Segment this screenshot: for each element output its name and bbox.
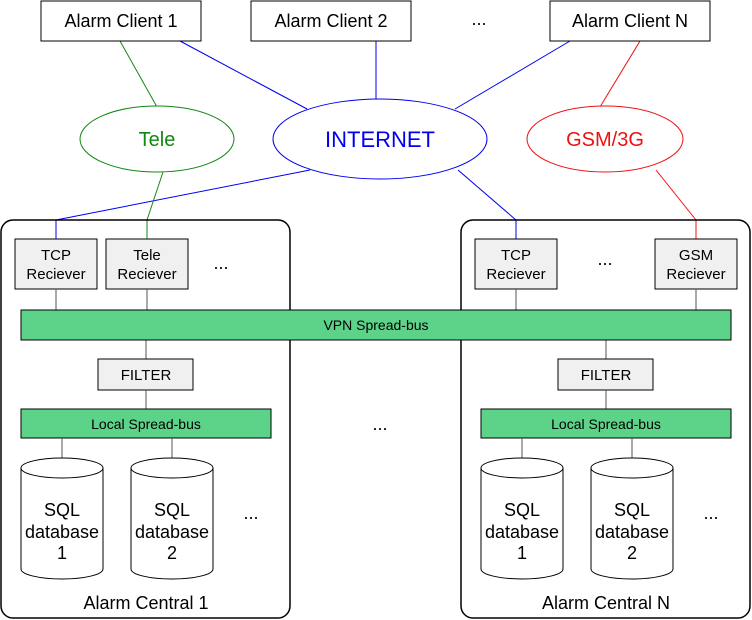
centralN-tcp-receiver-line2: Reciever — [486, 266, 545, 283]
central1-tcp-receiver-line2: Reciever — [26, 266, 85, 283]
centralN-tcp-receiver[interactable]: TCP Reciever — [474, 238, 558, 290]
central1-db2-line2: database — [135, 522, 209, 542]
centralN-local-spread-bus-label: Local Spread-bus — [551, 416, 661, 432]
centralN-db1-line3: 1 — [517, 543, 527, 563]
central1-tcp-receiver-line1: TCP — [41, 247, 71, 264]
central1-db2-line1: SQL — [154, 500, 190, 520]
alarm-client-2-label: Alarm Client 2 — [274, 11, 387, 31]
central1-db1-line3: 1 — [57, 543, 67, 563]
centralN-db1-line2: database — [485, 522, 559, 542]
central1-tcp-receiver[interactable]: TCP Reciever — [14, 238, 98, 290]
alarm-client-1-label: Alarm Client 1 — [64, 11, 177, 31]
gsm-network: GSM/3G — [526, 105, 684, 173]
central1-filter[interactable]: FILTER — [97, 358, 194, 391]
central1-db-ellipsis: ... — [243, 503, 258, 523]
tele-network: Tele — [79, 105, 235, 173]
central1-local-spread-bus: Local Spread-bus — [20, 408, 272, 439]
central1-tele-receiver-line1: Tele — [133, 247, 161, 264]
internet-network: INTERNET — [272, 98, 488, 180]
centralN-db-ellipsis: ... — [703, 503, 718, 523]
central1-tele-receiver-line2: Reciever — [117, 266, 176, 283]
central1-sql-database-1[interactable]: SQL database 1 — [20, 457, 104, 580]
tele-to-central1-tele-link — [146, 171, 164, 221]
alarm-client-1[interactable]: Alarm Client 1 — [40, 0, 202, 42]
vpn-spread-bus-label: VPN Spread-bus — [323, 317, 428, 333]
centralN-db1-line1: SQL — [504, 500, 540, 520]
alarm-client-2[interactable]: Alarm Client 2 — [250, 0, 412, 42]
centralN-gsm-receiver-line1: GSM — [679, 247, 713, 264]
central1-db1-line2: database — [25, 522, 99, 542]
central1-tele-receiver[interactable]: Tele Reciever — [105, 238, 189, 290]
internet-to-central1-tcp-link — [55, 169, 311, 221]
client1-to-internet-link — [179, 40, 308, 110]
central1-receiver-ellipsis: ... — [213, 253, 228, 273]
gsm-network-label: GSM/3G — [566, 129, 644, 151]
clients-ellipsis: ... — [471, 9, 486, 29]
alarm-central-n-title: Alarm Central N — [542, 593, 670, 613]
clientN-to-gsm-link — [599, 40, 641, 108]
alarm-central-n: TCP Reciever ... GSM Reciever FILTER Loc… — [460, 219, 751, 619]
centralN-local-spread-bus: Local Spread-bus — [480, 408, 732, 439]
client-connections — [119, 40, 641, 110]
alarm-client-n-label: Alarm Client N — [572, 11, 688, 31]
centralN-db2-line1: SQL — [614, 500, 650, 520]
centralN-filter-label: FILTER — [581, 367, 632, 384]
central1-db1-line1: SQL — [44, 500, 80, 520]
central1-filter-label: FILTER — [121, 367, 172, 384]
centralN-gsm-receiver[interactable]: GSM Reciever — [654, 238, 738, 290]
alarm-central-1-title: Alarm Central 1 — [83, 593, 208, 613]
centralN-db2-line3: 2 — [627, 543, 637, 563]
central1-db2-line3: 2 — [167, 543, 177, 563]
centralN-sql-database-2[interactable]: SQL database 2 — [590, 457, 674, 580]
centralN-db2-line2: database — [595, 522, 669, 542]
centralN-tcp-receiver-line1: TCP — [501, 247, 531, 264]
middle-centrals-ellipsis: ... — [372, 414, 387, 434]
centralN-gsm-receiver-line2: Reciever — [666, 266, 725, 283]
receiver-connections — [55, 169, 697, 239]
client1-to-tele-link — [119, 40, 158, 108]
alarm-central-n-frame — [460, 219, 751, 619]
internet-network-label: INTERNET — [325, 127, 435, 152]
tele-network-label: Tele — [139, 129, 176, 151]
centralN-filter[interactable]: FILTER — [557, 358, 654, 391]
central1-local-spread-bus-label: Local Spread-bus — [91, 416, 201, 432]
central1-sql-database-2[interactable]: SQL database 2 — [130, 457, 214, 580]
alarm-central-1: TCP Reciever Tele Reciever ... FILTER Lo… — [0, 219, 291, 619]
gsm-to-centralN-gsm-link — [655, 169, 697, 221]
centralN-receiver-ellipsis: ... — [597, 249, 612, 269]
centralN-sql-database-1[interactable]: SQL database 1 — [480, 457, 564, 580]
alarm-central-1-frame — [0, 219, 291, 619]
vpn-spread-bus: VPN Spread-bus — [20, 309, 732, 341]
internet-to-centralN-tcp-link — [457, 169, 517, 221]
alarm-client-n[interactable]: Alarm Client N — [549, 0, 711, 42]
clientN-to-internet-link — [454, 40, 571, 110]
